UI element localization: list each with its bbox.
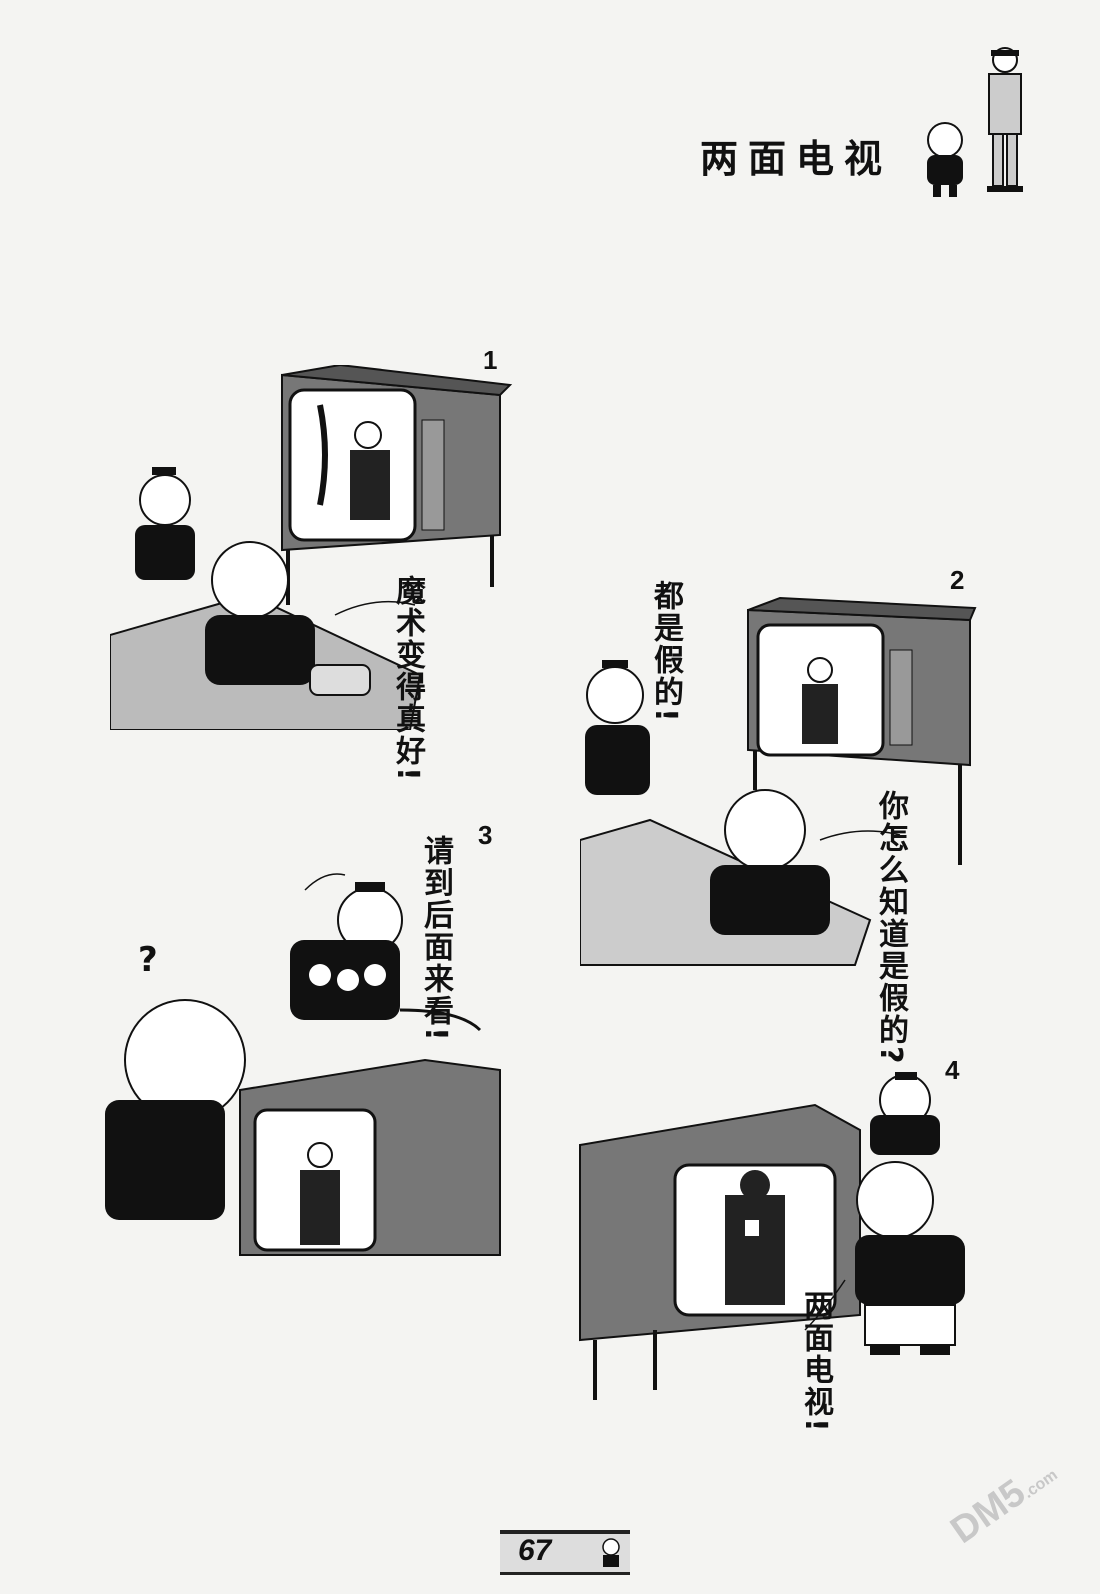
panel-4-speech: 两面电视! bbox=[798, 1290, 833, 1434]
panel-1-speech: 魔术变得真好! bbox=[390, 575, 425, 783]
panel-1-number: 1 bbox=[483, 345, 498, 375]
watermark-suffix: .com bbox=[1020, 1466, 1061, 1502]
panel-3-speech: 请到后面来看! bbox=[418, 835, 453, 1043]
panel-2-speech-a: 都是假的! bbox=[648, 580, 683, 724]
panel-3-question-mark: ? bbox=[138, 940, 158, 980]
panel-2-number: 2 bbox=[950, 565, 965, 595]
footer-character-icon bbox=[602, 1538, 620, 1567]
watermark-logo: DM5.com bbox=[943, 1450, 1064, 1553]
panel-3-illustration bbox=[105, 873, 501, 1256]
page-number-box: 67 bbox=[500, 1530, 630, 1575]
page-title: 两面电视 bbox=[700, 137, 893, 181]
panel-2-illustration bbox=[580, 596, 977, 966]
panel-3-number: 3 bbox=[478, 820, 493, 850]
page-number: 67 bbox=[518, 1534, 552, 1567]
header-characters-illustration bbox=[927, 47, 1023, 197]
panel-1-illustration bbox=[110, 365, 513, 730]
panel-4-illustration bbox=[579, 1072, 965, 1400]
panel-4-number: 4 bbox=[945, 1055, 960, 1085]
watermark-text: DM5 bbox=[943, 1471, 1034, 1553]
panel-2-speech-b: 你怎么知道是假的? bbox=[873, 790, 908, 1066]
